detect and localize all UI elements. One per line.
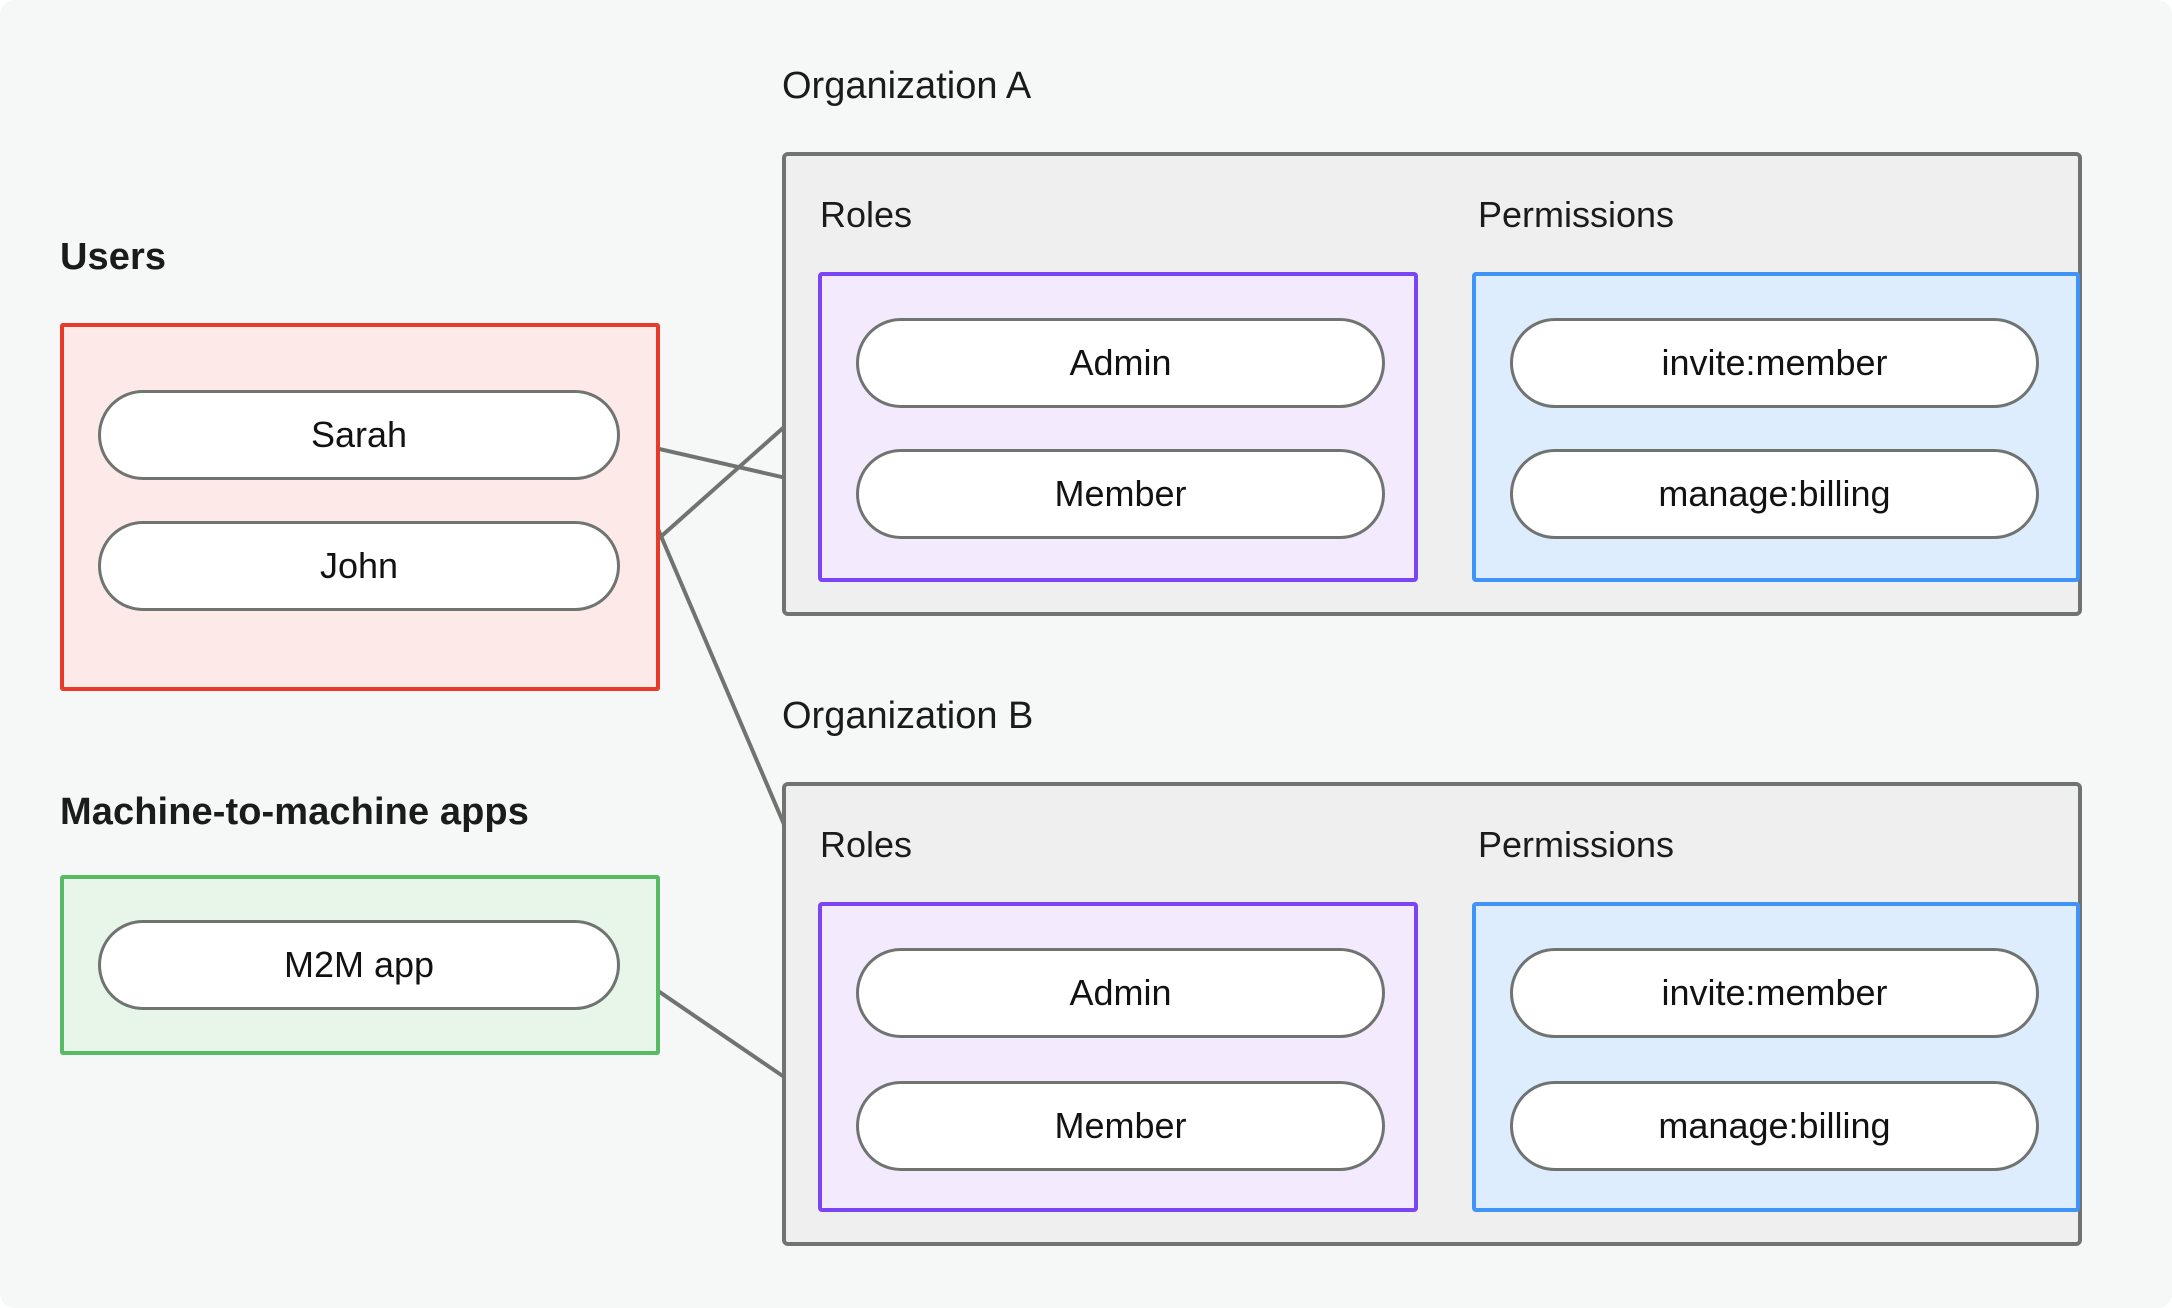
org-a-role-admin[interactable]: Admin — [856, 318, 1385, 408]
org-b-permission-invite-member[interactable]: invite:member — [1510, 948, 2039, 1038]
org-b-roles-title: Roles — [820, 824, 913, 865]
org-a-permissions-title: Permissions — [1478, 194, 1675, 235]
org-b-permission-manage-billing[interactable]: manage:billing — [1510, 1081, 2039, 1171]
org-a-permission-invite-member[interactable]: invite:member — [1510, 318, 2039, 408]
org-a-roles-title: Roles — [820, 194, 913, 235]
m2m-section-title: Machine-to-machine apps — [60, 791, 529, 833]
user-node-john[interactable]: John — [98, 521, 620, 611]
org-b-permissions-title: Permissions — [1478, 824, 1675, 865]
org-a-role-member[interactable]: Member — [856, 449, 1385, 539]
user-node-sarah[interactable]: Sarah — [98, 390, 620, 480]
org-b-role-member[interactable]: Member — [856, 1081, 1385, 1171]
org-a-permission-manage-billing[interactable]: manage:billing — [1510, 449, 2039, 539]
users-section-title: Users — [60, 236, 167, 278]
m2m-node-app[interactable]: M2M app — [98, 920, 620, 1010]
org-a-title: Organization A — [782, 65, 1032, 107]
org-b-role-admin[interactable]: Admin — [856, 948, 1385, 1038]
users-container — [60, 323, 660, 691]
org-b-title: Organization B — [782, 695, 1034, 737]
